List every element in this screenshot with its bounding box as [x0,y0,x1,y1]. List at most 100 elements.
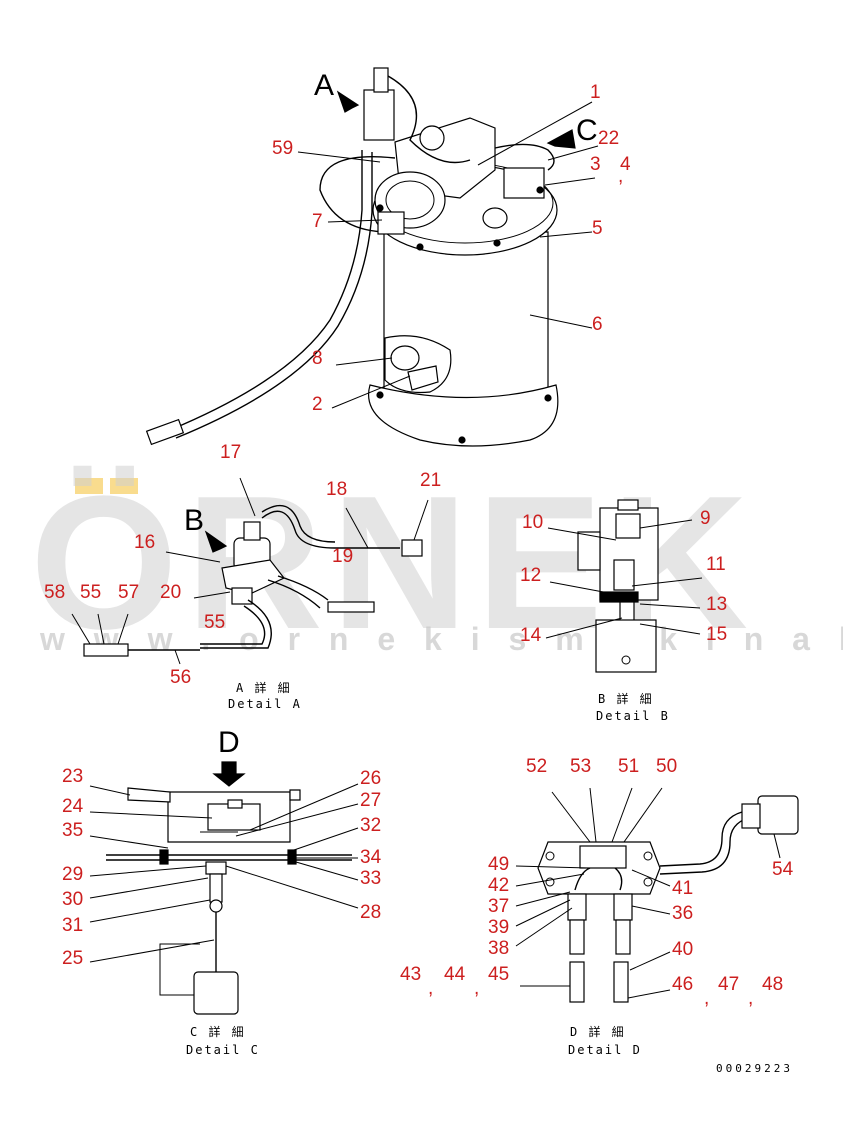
callout: 2 [312,394,323,415]
callout: 39 [488,917,509,938]
detail-b-title-jp: B 詳 細 [598,691,654,706]
level-switch-box [503,167,545,199]
callout: 3 [590,154,601,175]
callout: 19 [332,546,353,567]
supply-hose [319,155,396,233]
callout: 56 [170,667,191,688]
callout: 38 [488,938,509,959]
view-arrow-c [546,129,576,149]
main-leader-lines [297,101,599,409]
callout: 41 [672,878,693,899]
callout: 26 [360,768,381,789]
view-arrow-b [204,530,228,553]
electrical-connector [757,795,799,835]
callout: 28 [360,902,381,923]
callout: 42 [488,875,509,896]
callout: 50 [656,756,677,777]
tank-bottom-flange [368,384,559,447]
callout: 4 [620,154,631,175]
callout: 37 [488,896,509,917]
detail-d-title-jp: D 詳 細 [570,1024,626,1039]
callout: 10 [522,512,543,533]
detail-b-title-en: Detail B [596,709,670,723]
callout: 15 [706,624,727,645]
callout: 9 [700,508,711,529]
callout: 11 [706,554,726,575]
watermark-accent-mark [75,478,103,494]
callout: 59 [272,138,293,159]
view-letter-c: C [576,114,598,147]
separator: , [428,978,433,999]
callout: 23 [62,766,83,787]
separator: , [704,988,709,1009]
callout: 53 [570,756,591,777]
callout: 12 [520,565,541,586]
valve-block [221,559,285,595]
callout: 40 [672,939,693,960]
separator: , [748,988,753,1009]
callout: 47 [718,974,739,995]
callout: 51 [618,756,639,777]
callout: 21 [420,470,441,491]
callout: 27 [360,790,381,811]
callout: 29 [62,864,83,885]
callout: 17 [220,442,241,463]
callout: 30 [62,889,83,910]
detail-a-callouts: 17 18 21 16 19 20 58 55 57 55 56 A 詳 細 D… [44,442,441,711]
callout: 57 [118,582,139,603]
callout: 13 [706,594,727,615]
callout: 55 [204,612,225,633]
detail-c-callouts: 23 24 35 29 30 31 25 26 27 32 34 33 28 C… [62,766,382,1057]
float [193,971,239,1015]
view-letter-d: D [218,726,240,759]
detail-a-title-en: Detail A [228,697,302,711]
callout: 16 [134,532,155,553]
callout: 58 [44,582,65,603]
callout: 45 [488,964,509,985]
callout: 52 [526,756,547,777]
detail-d [515,787,799,1003]
callout: 6 [592,314,603,335]
callout: 8 [312,348,323,369]
view-letter-a: A [314,69,334,102]
callout: 5 [592,218,603,239]
view-letter-b: B [184,504,204,537]
callout: 36 [672,903,693,924]
callout: 54 [772,859,794,880]
detail-b [545,499,703,673]
callout: 31 [62,915,83,936]
callout: 49 [488,854,509,875]
callout: 55 [80,582,101,603]
connector [401,539,423,557]
valve-base [595,619,657,673]
detail-a-title-jp: A 詳 細 [236,680,292,695]
hose-fitting [145,418,185,446]
detail-c-title-jp: C 詳 細 [190,1024,246,1039]
detail-d-title-en: Detail D [568,1043,642,1057]
callout: 48 [762,974,783,995]
detail-a: B [71,477,429,665]
callout: 46 [672,974,693,995]
callout: 25 [62,948,83,969]
view-arrow-d [212,761,246,787]
detail-c-title-en: Detail C [186,1043,260,1057]
callout: 33 [360,868,381,889]
callout: 34 [360,847,382,868]
document-number: 00029223 [716,1062,793,1075]
solenoid-valve [363,89,395,141]
wire-terminal [613,961,629,1003]
callout: 20 [160,582,181,603]
watermark-url: w w w . o r n e k i s m a k i n a l a r … [39,621,843,657]
callout: 22 [598,128,619,149]
callout: 18 [326,479,347,500]
watermark-accent-mark [110,478,138,494]
callout: 14 [520,625,542,646]
callout: 7 [312,211,323,232]
callout: 24 [62,796,84,817]
callout: 32 [360,815,381,836]
callout: 1 [590,82,601,103]
main-assembly [145,67,559,447]
detail-c: D [89,726,359,1015]
callout: 35 [62,820,83,841]
